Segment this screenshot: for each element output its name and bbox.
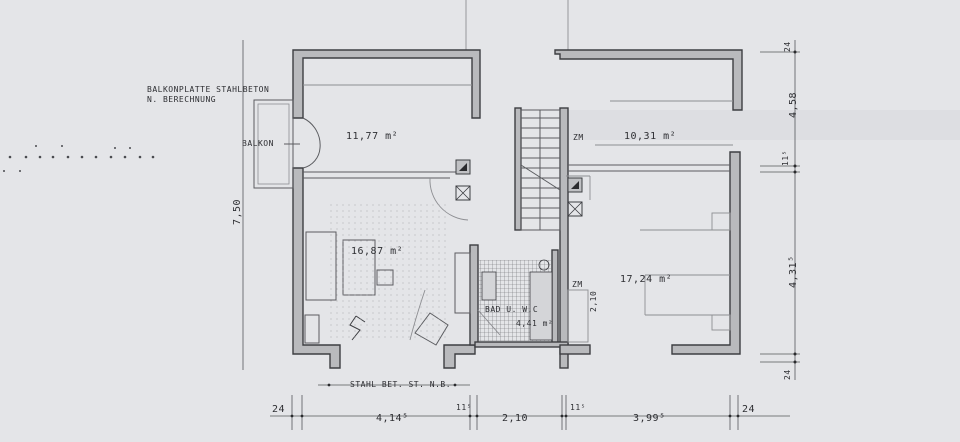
- room-area-top-right: 10,31 m²: [624, 131, 676, 142]
- svg-text:11⁵: 11⁵: [570, 403, 586, 412]
- svg-text:4,31⁵: 4,31⁵: [788, 255, 799, 288]
- bath-room-name: BAD U. W.C: [485, 305, 538, 314]
- svg-text:7,50: 7,50: [232, 199, 243, 225]
- door-height-label: 2,10: [589, 291, 598, 312]
- dotted-artifact: [3, 145, 155, 172]
- partitions: [303, 84, 733, 179]
- svg-text:2,10: 2,10: [502, 413, 528, 424]
- room-area-right-large: 17,24 m²: [620, 274, 672, 285]
- dimension-left: 7,50: [232, 40, 244, 370]
- balcony-slab-note-2: N. BERECHNUNG: [147, 95, 216, 104]
- zm-label-stair: ZM: [573, 133, 584, 142]
- svg-text:24: 24: [783, 41, 792, 52]
- lintel-note: STAHL BET. ST. N.B.: [318, 380, 470, 389]
- svg-text:24: 24: [742, 404, 755, 415]
- room-area-top-left: 11,77 m²: [346, 131, 398, 142]
- room-area-living: 16,87 m²: [351, 246, 403, 257]
- balcony-slab-note: BALKONPLATTE STAHLBETON: [147, 85, 269, 94]
- svg-text:STAHL BET. ST. N.B.: STAHL BET. ST. N.B.: [350, 380, 451, 389]
- zm-label-bath: ZM: [572, 280, 583, 289]
- svg-text:24: 24: [272, 404, 285, 415]
- svg-text:24: 24: [783, 369, 792, 380]
- walls: [292, 49, 743, 369]
- living-furniture: [304, 200, 471, 346]
- staircase: [520, 109, 561, 231]
- chimney-blocks: [455, 159, 583, 217]
- svg-text:4,58: 4,58: [788, 92, 799, 118]
- dimension-bottom: 24 4,14⁵ 11⁵ 2,10 11⁵ 3,99⁵ 24: [270, 395, 790, 430]
- scan-artifact: [560, 110, 960, 140]
- bedroom-furniture: [567, 212, 731, 343]
- svg-text:3,99⁵: 3,99⁵: [633, 413, 666, 424]
- svg-text:11⁵: 11⁵: [456, 403, 472, 412]
- svg-text:11⁵: 11⁵: [781, 150, 790, 166]
- svg-text:4,14⁵: 4,14⁵: [376, 413, 409, 424]
- bathroom: [478, 259, 553, 342]
- dimension-right: 24 4,58 11⁵ 4,31⁵ 24: [760, 40, 800, 380]
- bath-room-area: 4,41 m²: [516, 319, 553, 328]
- balcony-label: BALKON: [242, 139, 274, 148]
